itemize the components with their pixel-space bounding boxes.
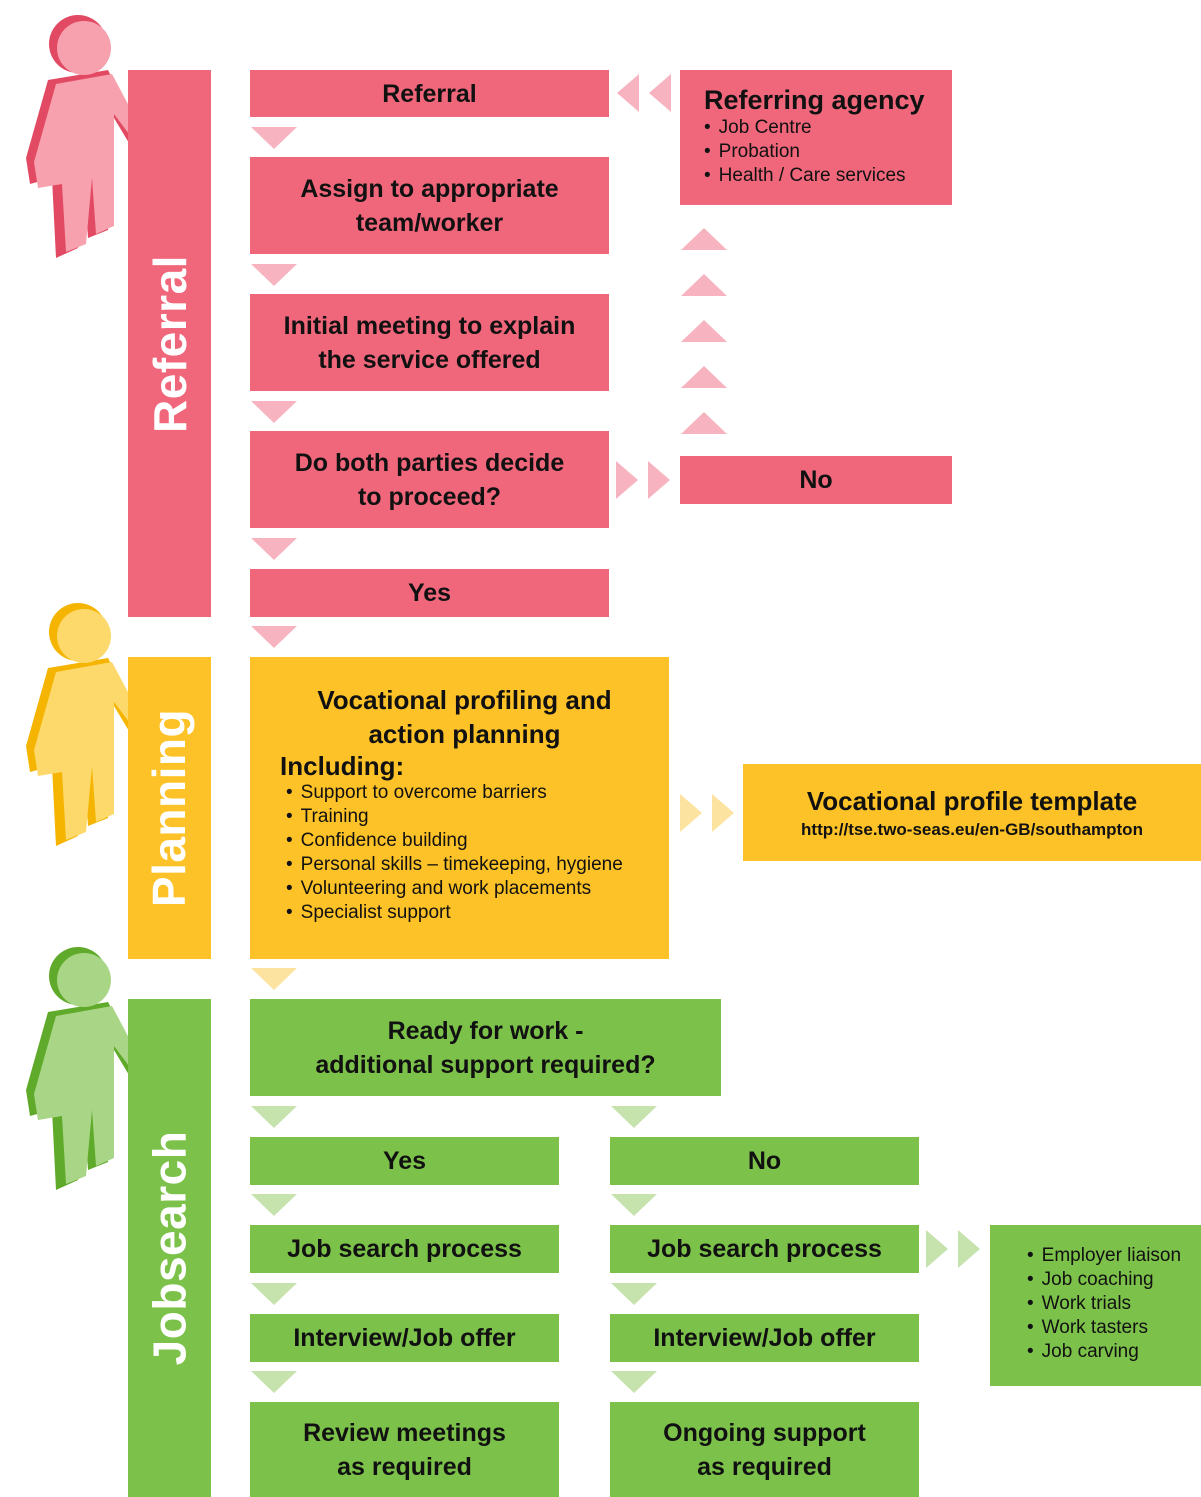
ready-for-work-box: Ready for work - additional support requ… [250,999,721,1096]
list-item: Training [286,805,649,829]
arrow-left [617,74,639,112]
person-icon-pink [26,15,146,258]
no-job-search-label: Job search process [647,1235,882,1263]
yes-branch-label: Yes [382,1147,427,1175]
list-item: Confidence building [286,829,649,853]
ready-line-2: additional support required? [315,1050,656,1079]
list-item: Specialist support [286,901,649,925]
arrow-right [712,794,734,832]
assign-box: Assign to appropriate team/worker [250,157,609,254]
support-options-box: Employer liaison Job coaching Work trial… [990,1225,1201,1386]
referral-box: Referral [250,70,609,117]
list-item: Personal skills – timekeeping, hygiene [286,853,649,877]
arrow-right [648,461,670,499]
arrow-down [251,1283,297,1305]
assign-line-2: team/worker [355,208,504,237]
vocational-profiling-box: Vocational profiling and action planning… [250,657,669,959]
stage-bar-planning: Planning [128,657,211,959]
initial-line-2: the service offered [318,345,541,374]
no-job-search-box: Job search process [610,1225,919,1273]
yes-job-search-label: Job search process [287,1235,522,1263]
referring-agency-box: Referring agency Job Centre Probation He… [680,70,952,205]
arrow-down [611,1283,657,1305]
arrow-up [681,274,727,296]
no-branch-box: No [610,1137,919,1185]
arrow-down [251,127,297,149]
arrow-up [681,366,727,388]
arrow-down [251,968,297,990]
list-item: Job carving [1027,1340,1201,1364]
referring-agency-list: Job Centre Probation Health / Care servi… [704,116,952,188]
arrow-left [649,74,671,112]
arrow-right [958,1230,980,1268]
decide-box: Do both parties decide to proceed? [250,431,609,528]
person-icon-green [26,947,146,1190]
template-url-link[interactable]: http://tse.two-seas.eu/en-GB/southampton [801,819,1143,839]
review-line-2: as required [337,1452,472,1481]
yes-interview-box: Interview/Job offer [250,1314,559,1362]
review-line-1: Review meetings [303,1418,506,1447]
arrow-down [251,1194,297,1216]
list-item: Job coaching [1027,1268,1201,1292]
list-item: Job Centre [704,116,952,140]
decide-line-2: to proceed? [357,482,502,511]
review-meetings-box: Review meetings as required [250,1402,559,1497]
list-item: Work trials [1027,1292,1201,1316]
arrow-down [251,1371,297,1393]
list-item: Work tasters [1027,1316,1201,1340]
arrow-down [611,1371,657,1393]
ready-line-1: Ready for work - [387,1016,584,1045]
planning-list: Support to overcome barriers Training Co… [286,781,649,925]
template-title: Vocational profile template [806,785,1138,816]
arrow-right [926,1230,948,1268]
arrow-up [681,412,727,434]
no-branch-label: No [747,1147,782,1175]
list-item: Probation [704,140,952,164]
assign-line-1: Assign to appropriate [300,174,559,203]
list-item: Employer liaison [1027,1244,1201,1268]
no-label: No [799,466,833,494]
stage-label-jobsearch: Jobsearch [143,1130,196,1366]
no-interview-box: Interview/Job offer [610,1314,919,1362]
list-item: Support to overcome barriers [286,781,649,805]
yes-label: Yes [407,579,452,607]
decide-line-1: Do both parties decide [294,448,565,477]
stage-label-referral: Referral [143,254,196,433]
list-item: Volunteering and work placements [286,877,649,901]
yes-branch-box: Yes [250,1137,559,1185]
arrow-down [251,264,297,286]
ongoing-line-1: Ongoing support [663,1418,866,1447]
stage-bar-referral: Referral [128,70,211,617]
yes-job-search-box: Job search process [250,1225,559,1273]
initial-line-1: Initial meeting to explain [283,311,576,340]
arrow-right [680,794,702,832]
ongoing-line-2: as required [697,1452,832,1481]
arrow-down [611,1194,657,1216]
yes-interview-label: Interview/Job offer [293,1324,516,1352]
support-options-list: Employer liaison Job coaching Work trial… [1027,1244,1201,1364]
no-interview-label: Interview/Job offer [653,1324,876,1352]
stage-bar-jobsearch: Jobsearch [128,999,211,1497]
person-icon-yellow [26,603,146,846]
stage-label-planning: Planning [143,708,196,908]
yes-box: Yes [250,569,609,617]
vocational-template-box: Vocational profile template http://tse.t… [743,764,1201,861]
arrow-up [681,320,727,342]
arrow-down [251,1106,297,1128]
arrow-down [251,538,297,560]
referring-agency-title: Referring agency [704,85,925,115]
arrow-right [616,461,638,499]
list-item: Health / Care services [704,164,952,188]
referral-box-label: Referral [382,79,477,108]
initial-meeting-box: Initial meeting to explain the service o… [250,294,609,391]
arrow-down [251,401,297,423]
no-box: No [680,456,952,504]
profiling-title-line-2: action planning [368,719,561,749]
arrow-down [611,1106,657,1128]
profiling-title-line-1: Vocational profiling and [317,685,612,715]
arrow-up [681,228,727,250]
arrow-down [251,626,297,648]
including-label: Including: [280,751,405,781]
ongoing-support-box: Ongoing support as required [610,1402,919,1497]
